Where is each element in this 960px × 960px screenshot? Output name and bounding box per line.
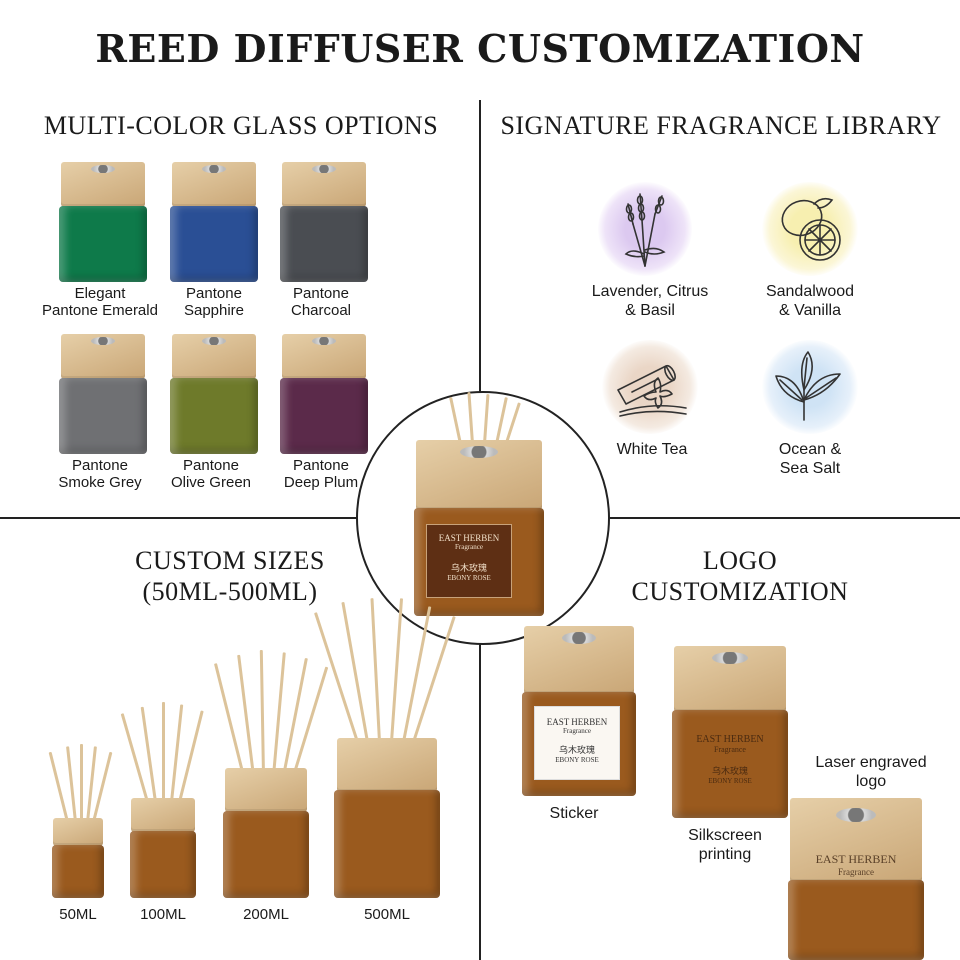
wood-cap (416, 440, 542, 510)
glass-option-smoke-grey[interactable] (59, 334, 147, 454)
featured-bottle-label: EAST HERBEN Fragrance 乌木玫瑰 EBONY ROSE (426, 524, 512, 598)
glass-body (280, 206, 368, 282)
bottle-100ml[interactable] (130, 798, 196, 898)
bottle-500ml[interactable] (334, 738, 440, 898)
bottle-50ml[interactable] (52, 818, 104, 898)
laser-engraving: EAST HERBEN Fragrance (815, 852, 897, 877)
glass-body (170, 206, 258, 282)
fragrance-label-ocean: Ocean &Sea Salt (778, 441, 842, 477)
wood-cap (172, 334, 256, 379)
wood-cap (172, 162, 256, 207)
wood-cap (61, 334, 145, 379)
wood-cap (282, 162, 366, 207)
fragrance-section-title: SIGNATURE FRAGRANCE LIBRARY (500, 111, 942, 140)
vanilla-wood-icon (617, 364, 687, 417)
glass-option-charcoal[interactable] (280, 162, 368, 282)
fragrance-glow-vanilla (602, 340, 698, 434)
fragrance-label-lavender: Lavender, Citrus& Basil (591, 283, 709, 319)
fragrance-label-white-tea: White Tea (616, 441, 688, 458)
lavender-icon (624, 193, 666, 267)
tea-leaf-icon (775, 351, 841, 421)
glass-option-olive-green[interactable] (170, 334, 258, 454)
glass-body (170, 378, 258, 454)
silkscreen-print: EAST HERBEN Fragrance 乌木玫瑰 EBONY ROSE (696, 734, 764, 785)
size-label-100ml: 100ML (140, 906, 186, 923)
glass-body (280, 378, 368, 454)
glass-body (59, 206, 147, 282)
size-label-200ml: 200ML (243, 906, 289, 923)
lemon-icon (781, 197, 841, 261)
size-label-50ml: 50ML (59, 906, 97, 923)
sizes-section-title: CUSTOM SIZES(50ML-500ML) (135, 546, 325, 606)
wood-cap (61, 162, 145, 207)
page-title: REED DIFFUSER CUSTOMIZATION (95, 26, 865, 71)
glass-option-sapphire[interactable] (170, 162, 258, 282)
silkscreen-bottle[interactable]: EAST HERBEN Fragrance 乌木玫瑰 EBONY ROSE (672, 646, 788, 818)
bottle-200ml[interactable] (223, 768, 309, 898)
wood-cap (282, 334, 366, 379)
logo-label-sticker: Sticker (549, 805, 599, 822)
laser-bottle[interactable]: EAST HERBEN Fragrance (788, 798, 924, 960)
size-label-500ml: 500ML (364, 906, 410, 923)
glass-section-title: MULTI-COLOR GLASS OPTIONS (43, 111, 439, 140)
sticker-bottle[interactable]: EAST HERBEN Fragrance 乌木玫瑰 EBONY ROSE (522, 626, 636, 796)
glass-option-deep-plum[interactable] (280, 334, 368, 454)
glass-body (59, 378, 147, 454)
fragrance-label-sandalwood: Sandalwood& Vanilla (765, 283, 855, 319)
glass-option-emerald[interactable] (59, 162, 147, 282)
sticker-label: EAST HERBEN Fragrance 乌木玫瑰 EBONY ROSE (534, 706, 620, 780)
featured-bottle: EAST HERBEN Fragrance 乌木玫瑰 EBONY ROSE (414, 440, 544, 616)
